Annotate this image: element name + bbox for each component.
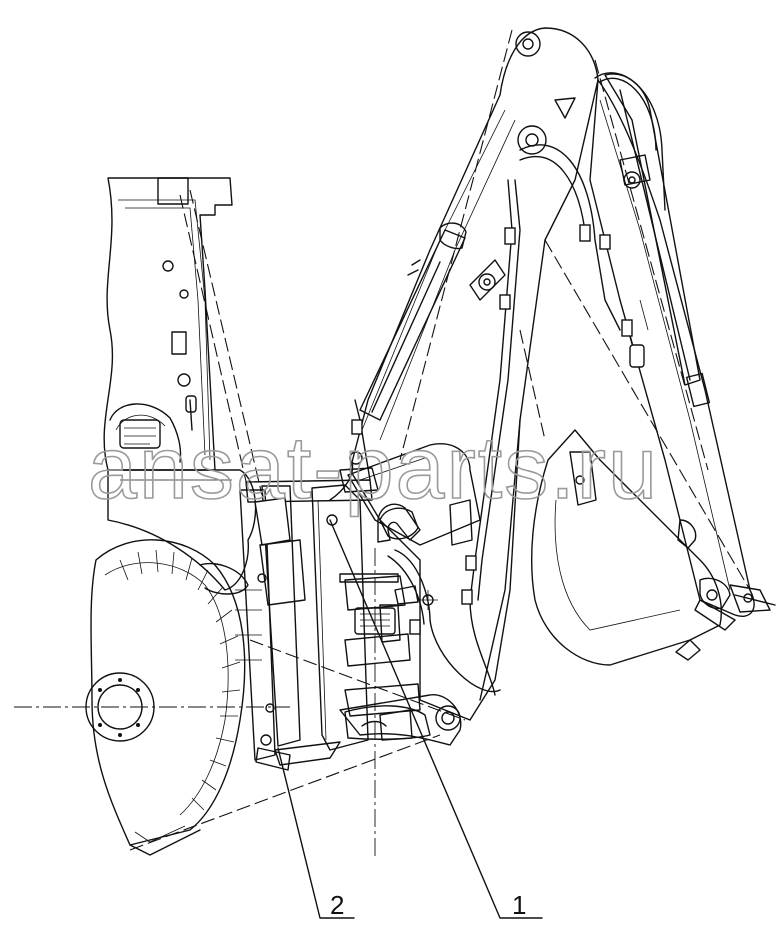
boom [349, 27, 599, 721]
dipper-cylinder [604, 73, 711, 408]
mounting-frame [235, 479, 373, 771]
callout-2-label: 2 [330, 890, 344, 920]
fender [107, 469, 257, 595]
rear-wheel [85, 539, 246, 856]
cab-outline [103, 177, 263, 496]
lifting-hook [377, 503, 421, 543]
tire-tread [119, 549, 241, 811]
callout-1-label: 1 [512, 890, 526, 920]
callout-1: 1 [329, 519, 543, 920]
swing-pivot [339, 694, 462, 746]
boom-pivot-bracket [347, 443, 481, 610]
callout-2: 2 [277, 747, 355, 920]
watermark-text: ansat-parts.ru [88, 418, 659, 517]
hydraulic-hoses [351, 72, 666, 696]
control-console [109, 403, 182, 463]
bucket [531, 429, 771, 666]
bucket-link [694, 594, 776, 631]
construction-lines [129, 29, 751, 851]
dipper-arm [589, 79, 755, 617]
boom-cylinder [359, 222, 467, 421]
swing-frame [274, 461, 431, 766]
